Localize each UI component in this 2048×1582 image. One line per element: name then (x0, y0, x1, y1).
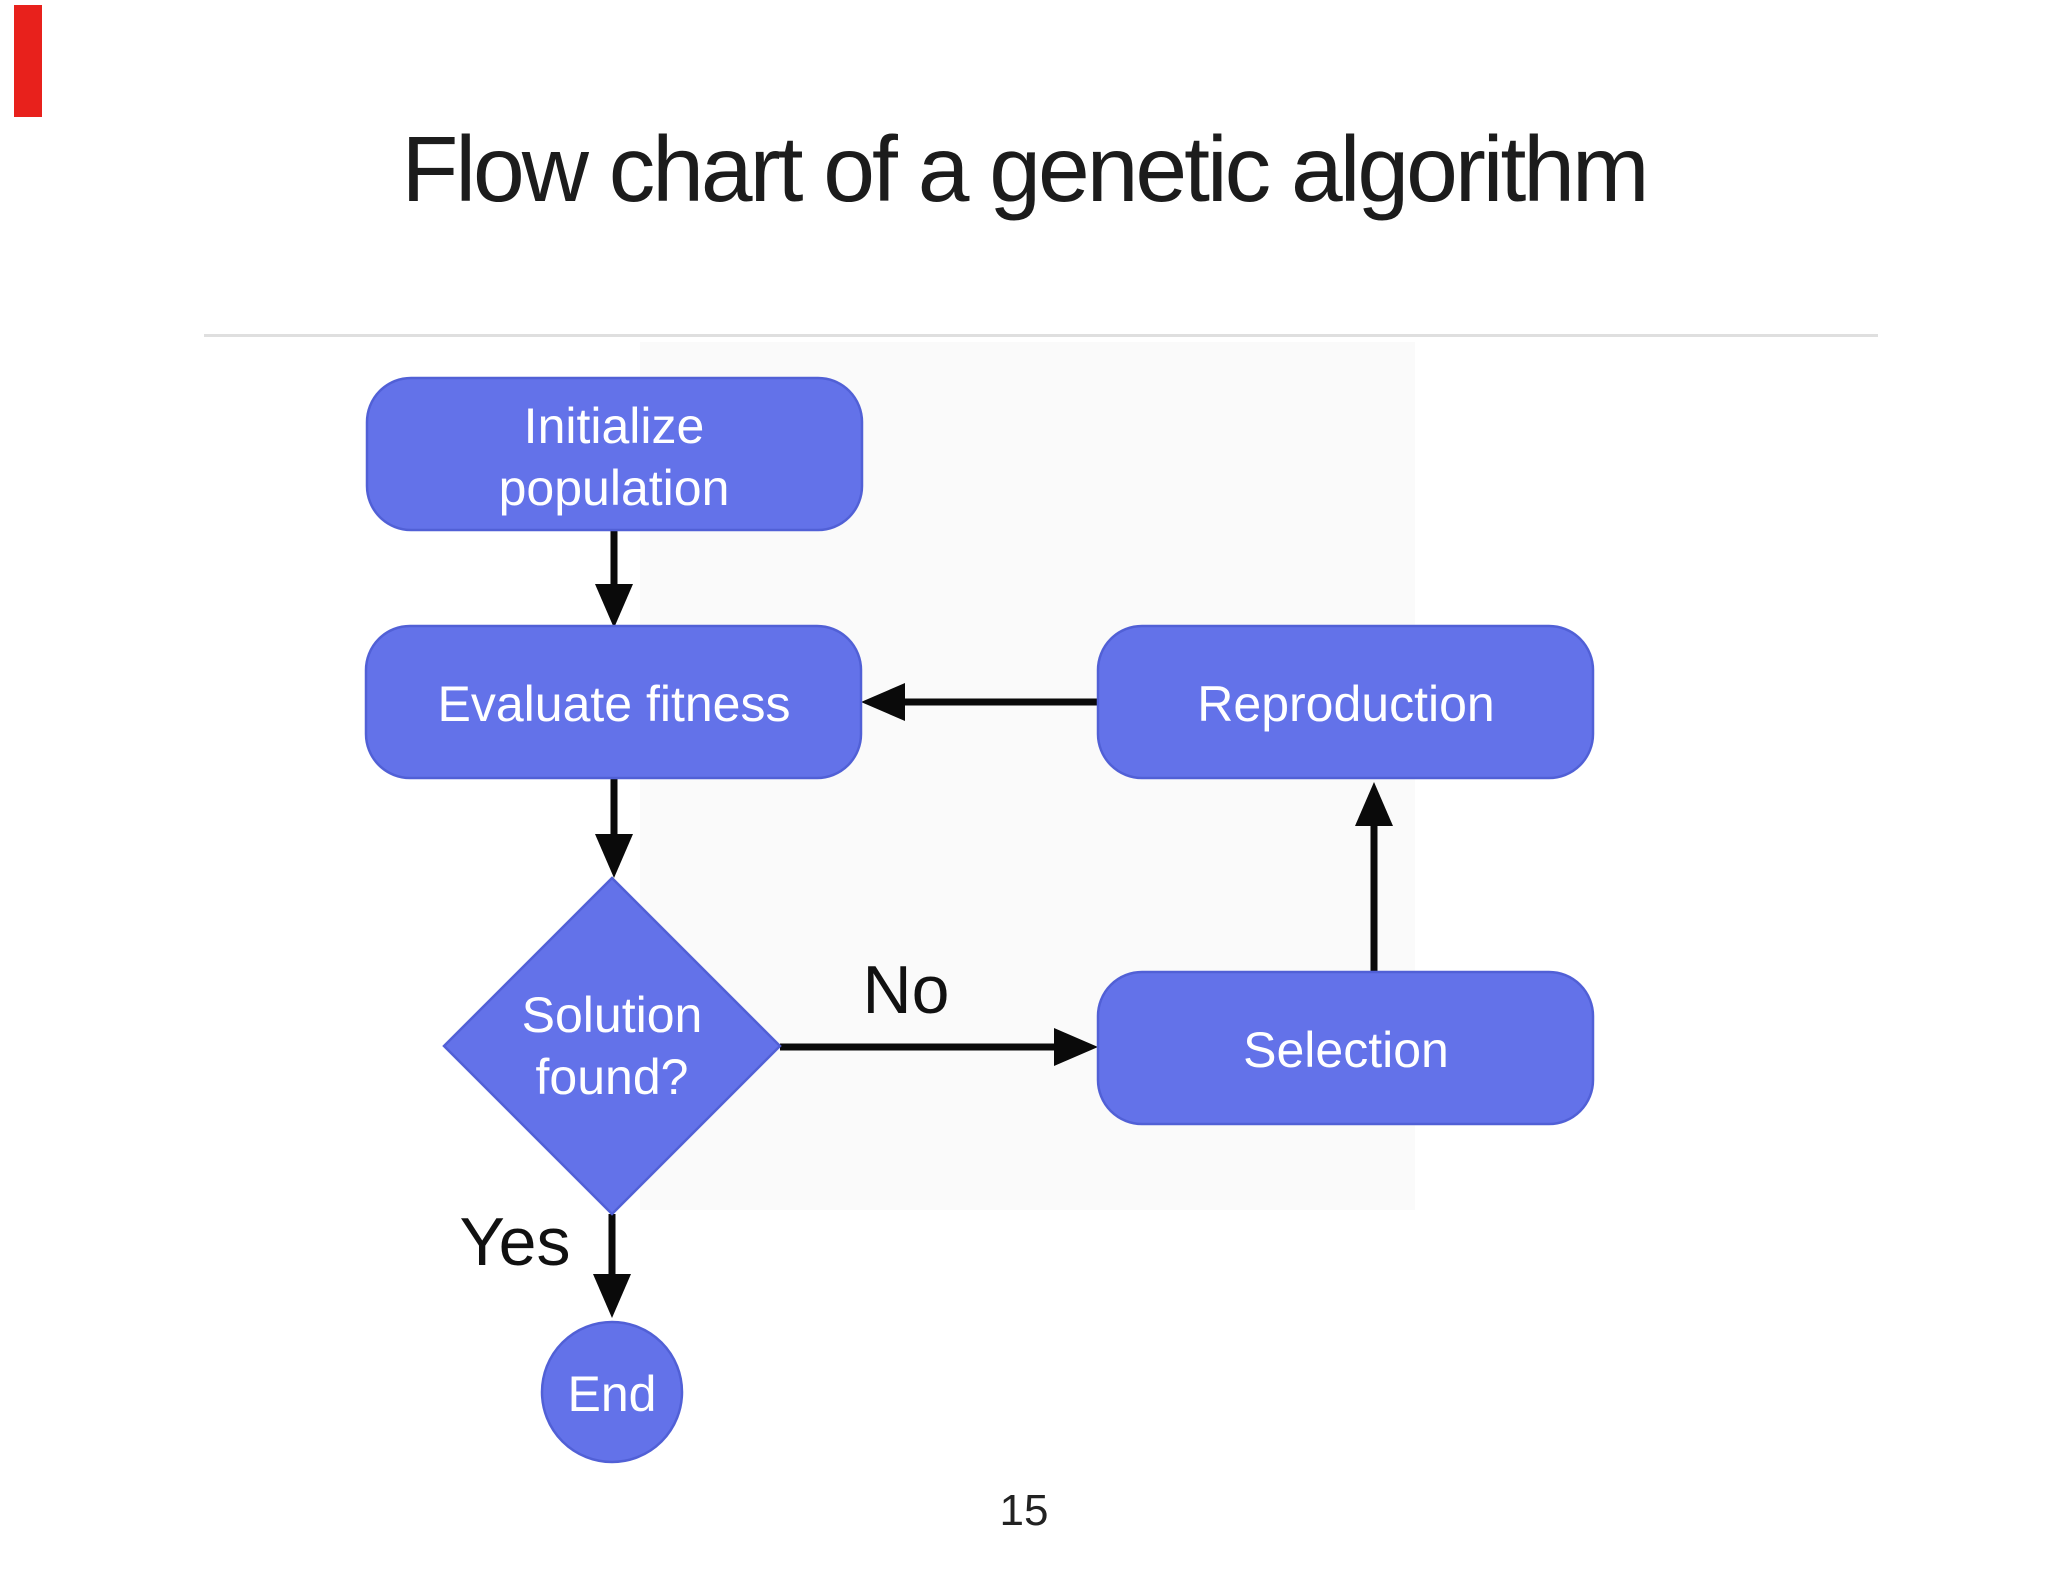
node-label-line1: Initialize (524, 398, 705, 454)
edge-selection-to-reproduction (1355, 782, 1393, 972)
edge-decision-to-selection (780, 1028, 1098, 1066)
arrowhead-right-icon (1054, 1028, 1098, 1066)
node-shape (364, 624, 863, 780)
arrowhead-left-icon (861, 683, 905, 721)
node-end: End (540, 1320, 684, 1464)
node-shape-diamond (442, 876, 782, 1216)
node-label-line1: Solution (522, 987, 703, 1043)
edge-decision-to-end (593, 1214, 631, 1318)
node-label: Evaluate fitness (438, 676, 791, 732)
node-reproduction: Reproduction (1096, 624, 1595, 780)
arrowhead-down-icon (595, 584, 633, 628)
node-selection: Selection (1096, 970, 1595, 1126)
arrowhead-down-icon (595, 834, 633, 878)
node-initialize-population: Initialize population (365, 376, 864, 532)
page-number: 15 (999, 1486, 1049, 1535)
page-title: Flow chart of a genetic algorithm (401, 117, 1650, 221)
edge-evaluate-to-decision (595, 778, 633, 878)
node-shape (365, 376, 864, 532)
node-decision-solution-found: Solution found? (442, 876, 782, 1216)
edge-label-yes: Yes (460, 1204, 571, 1280)
edge-label-no: No (863, 952, 950, 1028)
node-shape (1096, 624, 1595, 780)
node-shape-circle (540, 1320, 684, 1464)
node-label: Reproduction (1197, 676, 1494, 732)
node-label-line2: found? (536, 1049, 689, 1105)
title-divider-line (204, 334, 1878, 337)
node-shape (1096, 970, 1595, 1126)
node-label: Selection (1243, 1022, 1449, 1078)
arrowhead-down-icon (593, 1274, 631, 1318)
edge-reproduction-to-evaluate (861, 683, 1098, 721)
arrowhead-up-icon (1355, 782, 1393, 826)
node-evaluate-fitness: Evaluate fitness (364, 624, 863, 780)
edge-initialize-to-evaluate (595, 528, 633, 628)
red-marker-bar (14, 5, 42, 117)
node-label-line2: population (499, 460, 730, 516)
node-label: End (568, 1366, 657, 1422)
